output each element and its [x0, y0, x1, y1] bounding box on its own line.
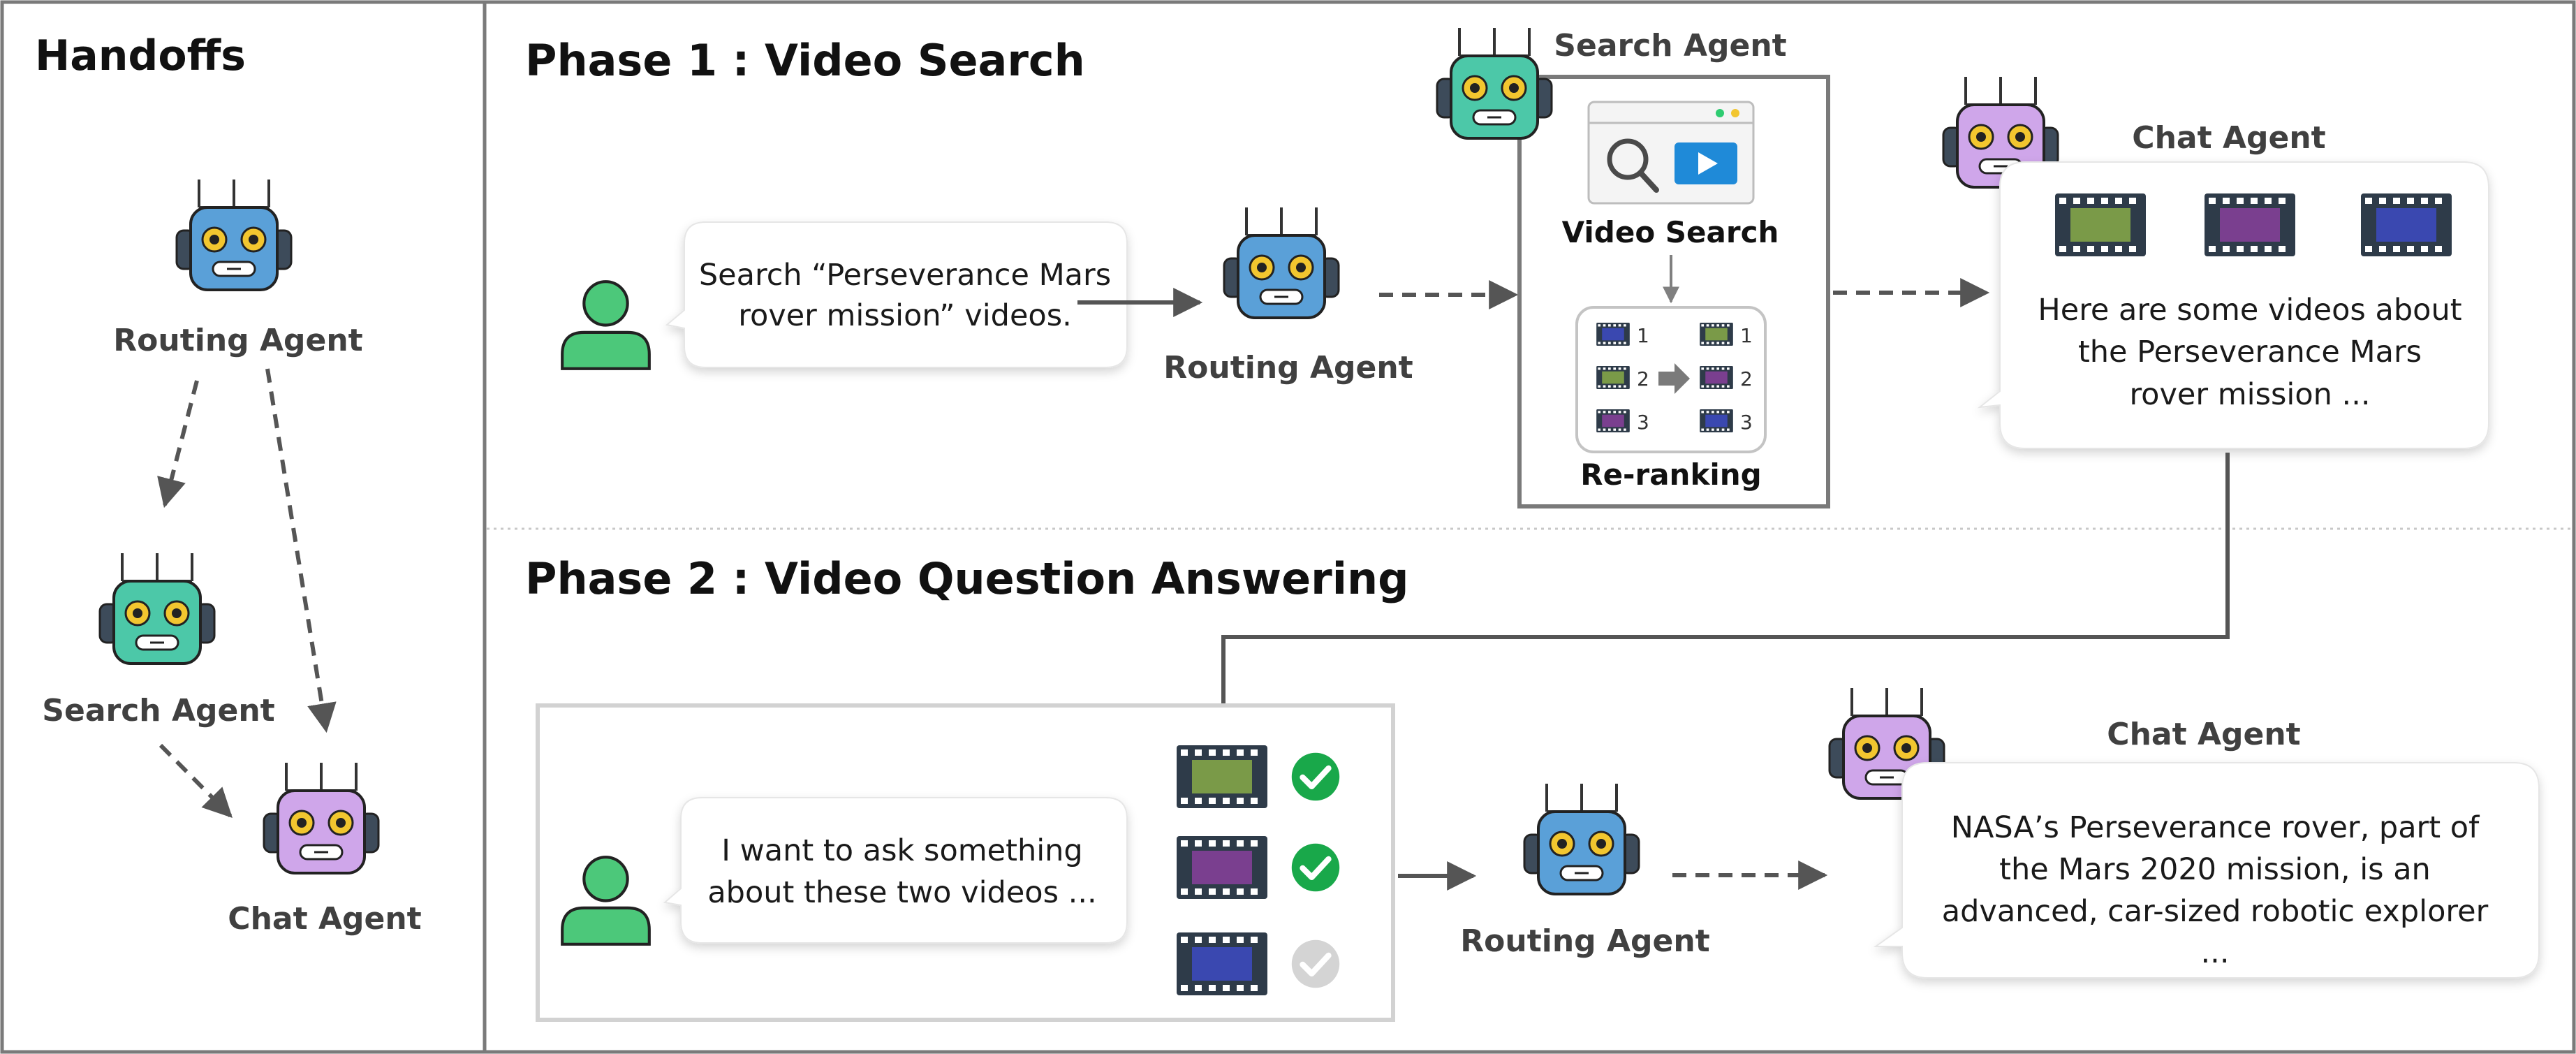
handoffs-title: Handoffs — [35, 31, 246, 80]
phase1-search-agent-label: Search Agent — [1554, 28, 1786, 64]
handoffs-search-label: Search Agent — [42, 693, 274, 729]
rerank-before-film-1 — [1596, 323, 1630, 346]
phase1-routing-agent-icon — [1223, 206, 1340, 319]
play-icon — [1675, 142, 1737, 184]
rerank-before-film-3 — [1596, 409, 1630, 432]
routing-to-chat-arrow — [265, 368, 337, 733]
check-icon-unselected — [1292, 940, 1339, 988]
handoffs-routing-label: Routing Agent — [113, 323, 362, 358]
phase2-chat-label: Chat Agent — [2107, 717, 2300, 752]
phase2-chat-bubble — [1873, 762, 2540, 979]
video-search-window — [1587, 101, 1755, 205]
phase2-routing-agent-icon — [1523, 782, 1640, 895]
routing-agent-icon — [175, 178, 293, 291]
result-film-green — [2055, 193, 2146, 256]
phase2-chat-message-line4: ... — [2200, 935, 2229, 970]
phase2-user-message-line2: about these two videos ... — [707, 875, 1096, 910]
rerank-after-film-1 — [1700, 323, 1733, 346]
phase2-title: Phase 2 : Video Question Answering — [525, 553, 1409, 604]
rerank-before-num-1: 1 — [1637, 324, 1649, 347]
search-to-chat-arrow — [159, 743, 233, 818]
phase1-title: Phase 1 : Video Search — [525, 35, 1085, 86]
routing-to-search-arrow — [157, 380, 199, 508]
phase1-section: Phase 1 : Video Search Search “Persevera… — [525, 27, 2489, 737]
phase2-chat-message-line1: NASA’s Perseverance rover, part of — [1951, 810, 2480, 845]
user-icon — [562, 281, 649, 369]
video-search-label: Video Search — [1562, 215, 1779, 249]
rerank-after-num-3: 3 — [1740, 411, 1753, 434]
phase1-user-bubble — [665, 221, 1128, 368]
result-film-blue — [2361, 193, 2452, 256]
handoffs-panel: Handoffs Routing Agent Search Agent Chat… — [35, 31, 422, 937]
handoffs-chat-label: Chat Agent — [228, 901, 421, 937]
rerank-after-num-2: 2 — [1740, 367, 1753, 390]
phase1-user-message-line2: rover mission” videos. — [738, 298, 1072, 333]
rerank-before-film-2 — [1596, 366, 1630, 389]
selected-film-purple — [1177, 836, 1267, 899]
phase-transition-connector — [1209, 453, 2230, 737]
rerank-after-film-2 — [1700, 366, 1733, 389]
rerank-arrow-icon — [1658, 363, 1690, 394]
rerank-before-num-2: 2 — [1637, 367, 1649, 390]
phase1-chat-message-line1: Here are some videos about — [2038, 293, 2461, 328]
phase2-chat-message-line2: the Mars 2020 mission, is an — [1999, 852, 2431, 887]
phase1-user-message-line1: Search “Perseverance Mars — [699, 258, 1111, 293]
unselected-film-blue — [1177, 932, 1267, 995]
rerank-after-film-3 — [1700, 409, 1733, 432]
phase1-routing-label: Routing Agent — [1163, 350, 1413, 386]
phase1-search-agent-icon — [1436, 27, 1553, 140]
phase2-user-bubble — [663, 797, 1128, 944]
phase2-section: Phase 2 : Video Question Answering I wan… — [525, 553, 2540, 1022]
rerank-after-num-1: 1 — [1740, 324, 1753, 347]
phase2-routing-label: Routing Agent — [1460, 923, 1709, 959]
search-agent-icon — [98, 552, 216, 665]
check-icon-purple — [1292, 844, 1339, 891]
phase1-chat-label: Chat Agent — [2132, 120, 2325, 156]
result-film-purple — [2205, 193, 2295, 256]
chat-agent-icon — [263, 761, 380, 874]
phase2-chat-message-line3: advanced, car-sized robotic explorer — [1942, 894, 2489, 929]
reranking-label: Re-ranking — [1580, 458, 1762, 492]
phase1-chat-message-line3: rover mission ... — [2129, 377, 2370, 412]
phase2-user-message-line1: I want to ask something — [721, 833, 1082, 868]
selected-film-green — [1177, 745, 1267, 808]
magnifier-icon — [1607, 138, 1659, 193]
phase1-chat-message-line2: the Perseverance Mars — [2078, 335, 2422, 369]
check-icon-green — [1292, 753, 1339, 800]
rerank-before-num-3: 3 — [1637, 411, 1649, 434]
